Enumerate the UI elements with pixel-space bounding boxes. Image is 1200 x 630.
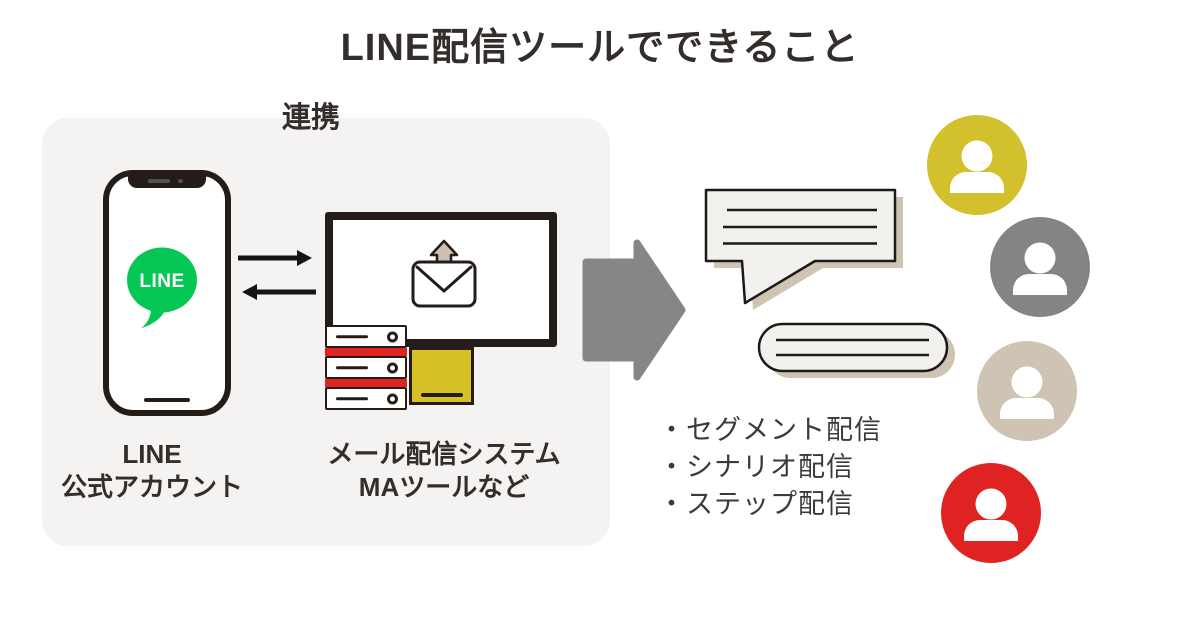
system-caption-line2: MAツールなど (358, 472, 530, 503)
speech-bubble-text-lines (723, 208, 877, 245)
server-red-bar (325, 348, 407, 356)
server-slat-dot (387, 393, 398, 404)
line-logo-icon: LINE (127, 247, 197, 328)
user-avatar-icon-beige (977, 341, 1077, 441)
server-slat (325, 387, 407, 410)
phone-home-indicator (144, 397, 190, 402)
list-item: ・ステップ配信 (658, 489, 854, 519)
server-rack-icon (325, 325, 407, 410)
integration-label: 連携 (282, 102, 341, 134)
phone-speaker (148, 179, 170, 183)
line-logo-text: LINE (139, 271, 184, 292)
server-slat-dot (387, 362, 398, 373)
phone-camera-dot (178, 178, 183, 183)
pill-bubble-text-lines (776, 338, 929, 357)
server-slat (325, 356, 407, 379)
pill-bubble-icon (757, 322, 949, 373)
server-slat-dot (387, 331, 398, 342)
speech-bubble-icon (704, 188, 897, 305)
arrow-left-icon (242, 284, 316, 300)
server-slat (325, 325, 407, 348)
line-logo-tail (141, 308, 165, 328)
user-avatar-icon-gray (990, 217, 1090, 317)
phone-caption-line1: LINE (122, 439, 182, 469)
list-item: ・セグメント配信 (658, 415, 882, 445)
smartphone-icon: LINE (103, 170, 231, 416)
system-caption-line1: メール配信システム (327, 439, 561, 469)
arrow-right-icon (238, 250, 312, 266)
phone-caption-line2: 公式アカウント (60, 472, 243, 503)
monitor-stand-line (420, 393, 463, 397)
page-title: LINE配信ツールでできること (340, 27, 860, 69)
envelope-flap (415, 265, 473, 293)
server-slat-line (336, 365, 368, 370)
server-slat-line (336, 334, 368, 339)
delivery-list: ・セグメント配信 ・シナリオ配信 ・ステップ配信 (658, 412, 882, 523)
monitor-icon (325, 212, 557, 347)
email-upload-icon (411, 239, 477, 308)
message-bubbles (704, 188, 955, 378)
list-item: ・シナリオ配信 (658, 452, 854, 482)
system-caption: メール配信システム MAツールなど (308, 438, 580, 505)
server-red-bar (325, 379, 407, 387)
envelope-icon (411, 260, 477, 308)
monitor-stand (409, 347, 474, 405)
server-slat-line (336, 396, 368, 401)
user-avatar-icon-yellow (927, 115, 1027, 215)
phone-notch (128, 175, 206, 188)
sync-arrows-icon (238, 250, 316, 300)
big-arrow-right-icon (582, 239, 686, 381)
user-avatar-icon-red (941, 463, 1041, 563)
phone-caption: LINE 公式アカウント (42, 438, 262, 505)
